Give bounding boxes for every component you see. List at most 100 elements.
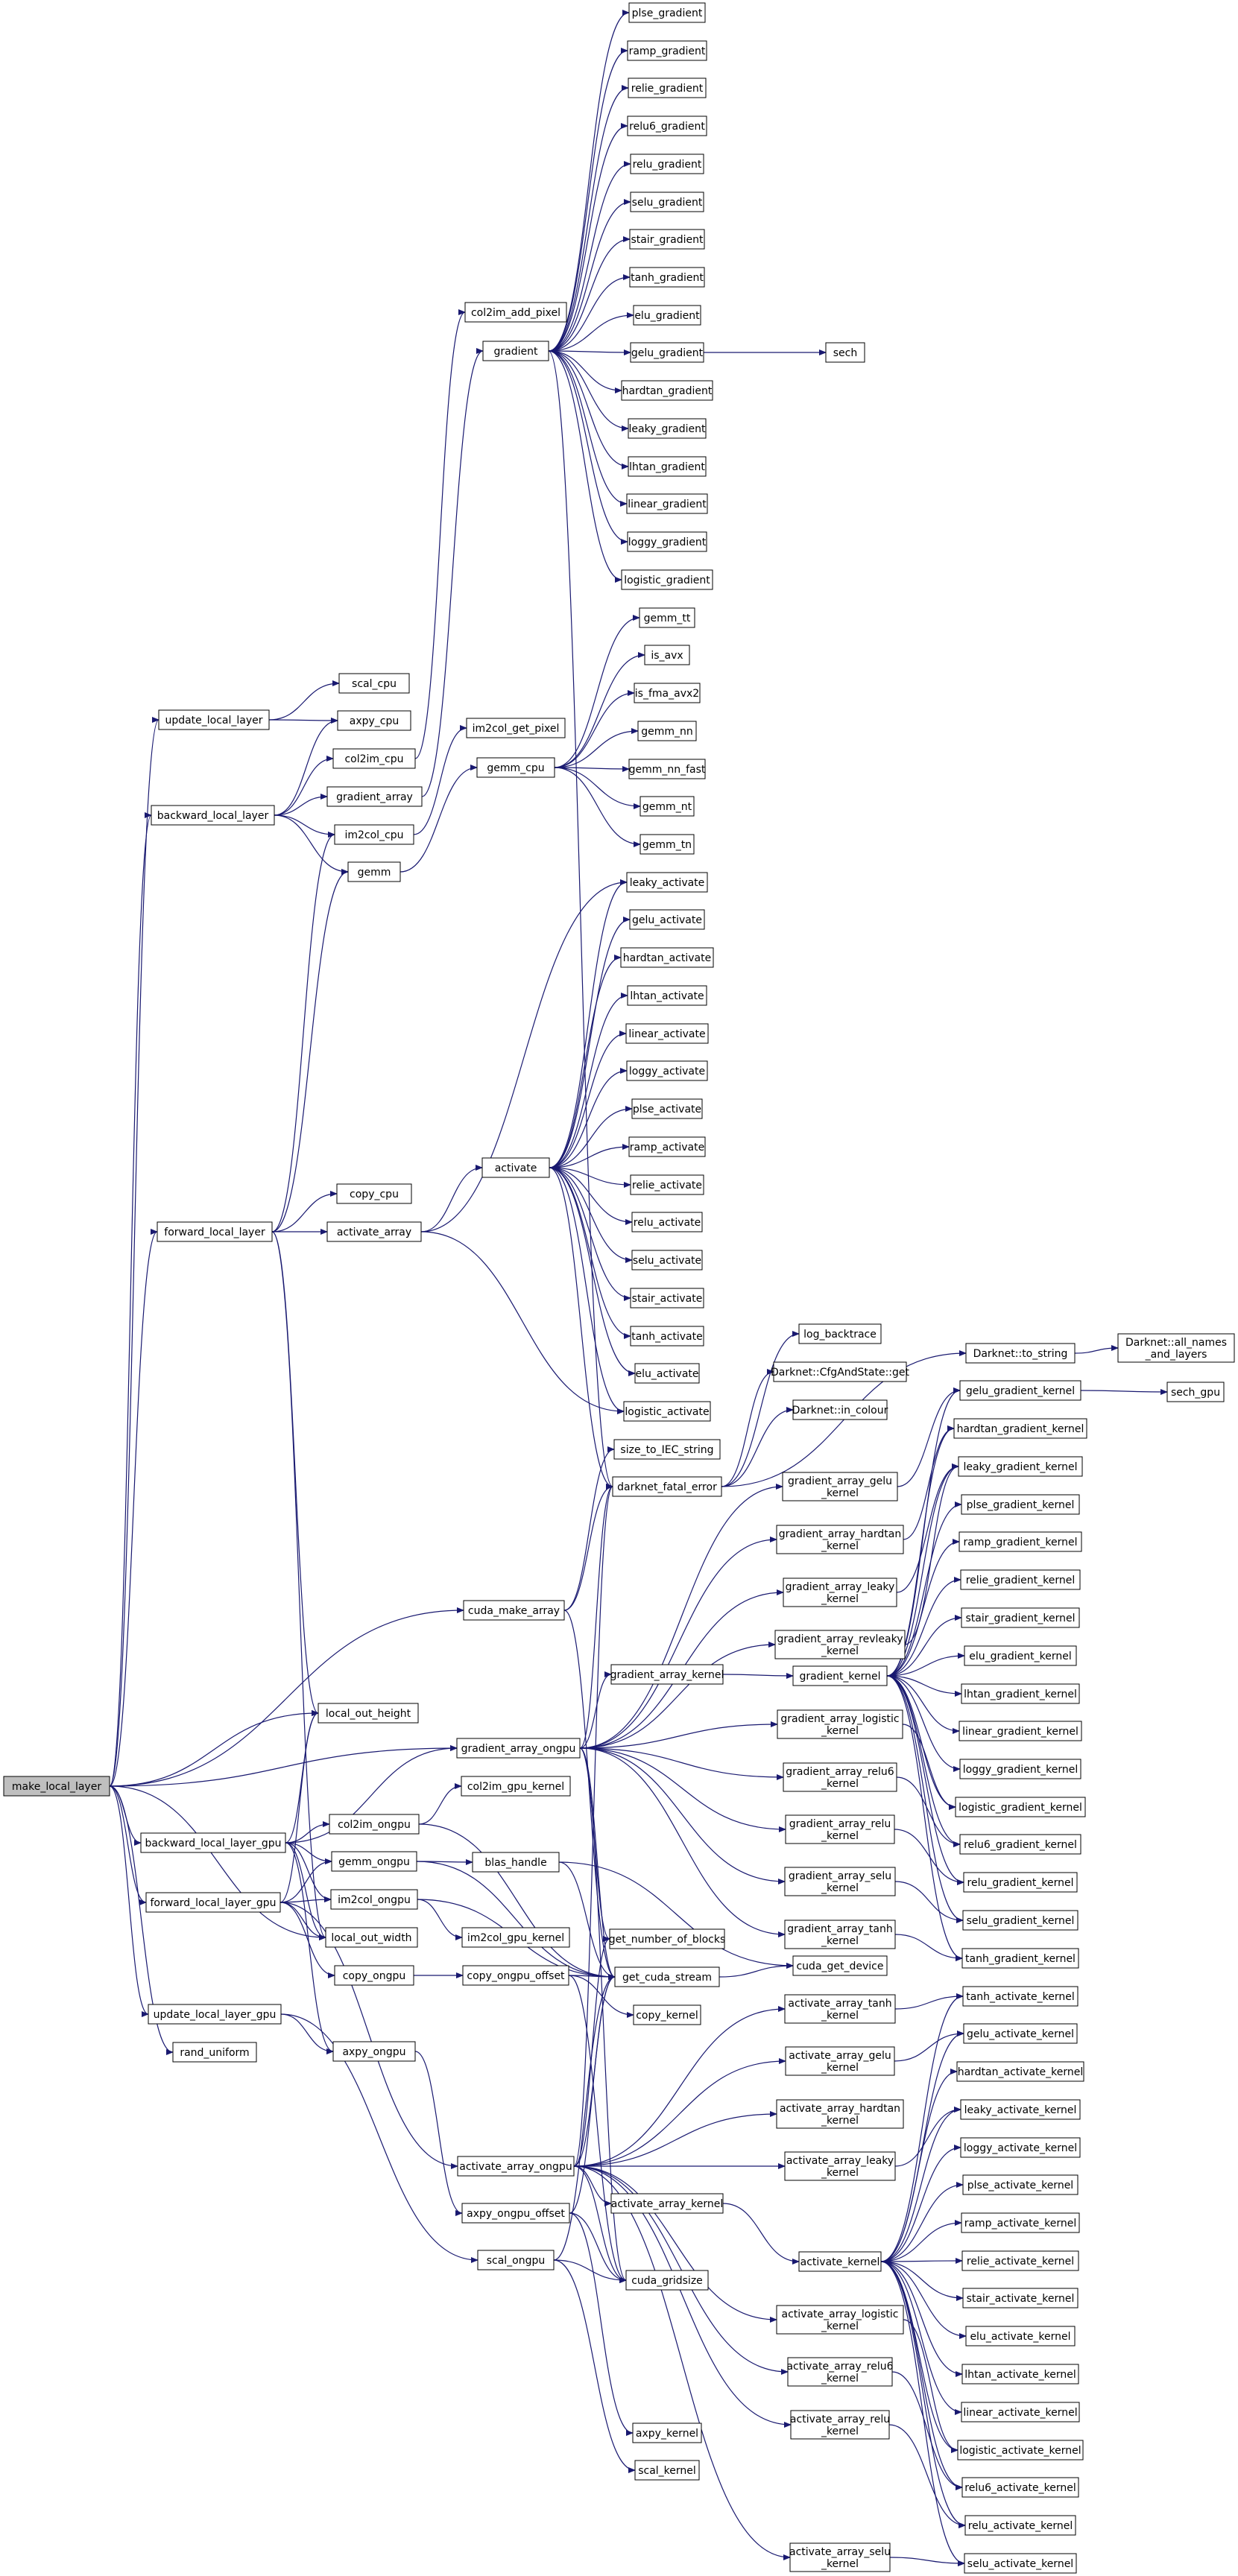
node-gradient_array_leaky_kernel[interactable]: gradient_array_leaky_kernel (783, 1577, 897, 1607)
node-relu_gradient[interactable]: relu_gradient (630, 154, 704, 174)
node-axpy_cpu[interactable]: axpy_cpu (337, 710, 411, 731)
node-activate_array_leaky_kernel[interactable]: activate_array_leaky_kernel (784, 2151, 896, 2181)
node-logistic_gradient[interactable]: logistic_gradient (621, 569, 713, 590)
node-cuda_get_device[interactable]: cuda_get_device (792, 1955, 888, 1976)
node-all_names_and_layers[interactable]: Darknet::all_names_and_layers (1117, 1333, 1235, 1363)
node-log_backtrace[interactable]: log_backtrace (798, 1323, 882, 1344)
node-logistic_activate[interactable]: logistic_activate (623, 1401, 711, 1422)
node-elu_activate_kernel[interactable]: elu_activate_kernel (965, 2326, 1076, 2346)
node-linear_gradient[interactable]: linear_gradient (626, 493, 708, 514)
node-sech[interactable]: sech (825, 342, 865, 363)
node-scal_ongpu[interactable]: scal_ongpu (477, 2250, 555, 2270)
node-axpy_kernel[interactable]: axpy_kernel (632, 2422, 702, 2443)
node-gradient_array_gelu_kernel[interactable]: gradient_array_gelu_kernel (782, 1472, 898, 1501)
node-activate[interactable]: activate (481, 1157, 550, 1178)
node-gelu_gradient_kernel[interactable]: gelu_gradient_kernel (959, 1380, 1081, 1401)
node-selu_gradient_kernel[interactable]: selu_gradient_kernel (962, 1910, 1078, 1931)
node-gradient_array_relu_kernel[interactable]: gradient_array_relu_kernel (785, 1814, 895, 1844)
node-gradient_kernel[interactable]: gradient_kernel (792, 1665, 888, 1686)
node-linear_activate[interactable]: linear_activate (625, 1023, 709, 1044)
node-logistic_gradient_kernel[interactable]: logistic_gradient_kernel (955, 1797, 1086, 1817)
node-gelu_activate_kernel[interactable]: gelu_activate_kernel (963, 2023, 1078, 2044)
node-activate_array_tanh_kernel[interactable]: activate_array_tanh_kernel (784, 1994, 896, 2024)
node-sech_gpu[interactable]: sech_gpu (1166, 1382, 1225, 1402)
node-axpy_ongpu_offset[interactable]: axpy_ongpu_offset (461, 2203, 570, 2224)
node-hardtan_activate[interactable]: hardtan_activate (620, 947, 714, 968)
node-ramp_gradient_kernel[interactable]: ramp_gradient_kernel (958, 1531, 1082, 1552)
node-local_out_width[interactable]: local_out_width (325, 1927, 418, 1948)
node-ramp_activate_kernel[interactable]: ramp_activate_kernel (961, 2212, 1080, 2233)
node-is_fma_avx2[interactable]: is_fma_avx2 (634, 683, 701, 703)
node-im2col_ongpu[interactable]: im2col_ongpu (330, 1889, 418, 1910)
node-gemm[interactable]: gemm (347, 861, 401, 882)
node-tanh_activate[interactable]: tanh_activate (630, 1326, 704, 1346)
node-gradient_array_hardtan_kernel[interactable]: gradient_array_hardtan_kernel (776, 1525, 904, 1554)
node-activate_kernel[interactable]: activate_kernel (798, 2251, 882, 2272)
node-is_avx[interactable]: is_avx (644, 645, 690, 665)
node-im2col_gpu_kernel[interactable]: im2col_gpu_kernel (461, 1927, 570, 1948)
node-backward_local_layer[interactable]: backward_local_layer (151, 805, 275, 826)
node-plse_activate[interactable]: plse_activate (631, 1098, 703, 1119)
node-forward_local_layer_gpu[interactable]: forward_local_layer_gpu (145, 1892, 281, 1913)
node-rand_uniform[interactable]: rand_uniform (172, 2042, 257, 2063)
node-darknet_fatal_error[interactable]: darknet_fatal_error (612, 1476, 722, 1497)
node-gradient_array_tanh_kernel[interactable]: gradient_array_tanh_kernel (784, 1920, 896, 1949)
node-stair_activate[interactable]: stair_activate (630, 1288, 704, 1308)
node-leaky_gradient[interactable]: leaky_gradient (628, 418, 707, 439)
node-cuda_gridsize[interactable]: cuda_gridsize (625, 2270, 709, 2291)
node-lhtan_activate[interactable]: lhtan_activate (627, 985, 707, 1006)
node-backward_local_layer_gpu[interactable]: backward_local_layer_gpu (140, 1832, 286, 1853)
node-tanh_gradient_kernel[interactable]: tanh_gradient_kernel (961, 1948, 1079, 1969)
node-gemm_tn[interactable]: gemm_tn (639, 834, 695, 855)
node-gelu_activate[interactable]: gelu_activate (629, 909, 705, 930)
node-selu_activate_kernel[interactable]: selu_activate_kernel (964, 2553, 1077, 2574)
node-stair_gradient_kernel[interactable]: stair_gradient_kernel (961, 1607, 1080, 1628)
node-activate_array_relu6_kernel[interactable]: activate_array_relu6_kernel (786, 2357, 894, 2387)
node-gradient[interactable]: gradient (482, 341, 549, 361)
node-activate_array[interactable]: activate_array (326, 1221, 422, 1242)
node-relu_activate[interactable]: relu_activate (631, 1212, 703, 1232)
node-forward_local_layer[interactable]: forward_local_layer (157, 1221, 273, 1242)
node-im2col_cpu[interactable]: im2col_cpu (334, 824, 414, 845)
node-axpy_ongpu[interactable]: axpy_ongpu (332, 2041, 416, 2062)
node-leaky_activate_kernel[interactable]: leaky_activate_kernel (960, 2099, 1081, 2120)
node-linear_gradient_kernel[interactable]: linear_gradient_kernel (958, 1721, 1082, 1741)
node-relu_gradient_kernel[interactable]: relu_gradient_kernel (963, 1872, 1078, 1893)
node-ramp_gradient[interactable]: ramp_gradient (627, 40, 707, 61)
node-gemm_nn[interactable]: gemm_nn (637, 721, 697, 741)
node-cuda_make_array[interactable]: cuda_make_array (463, 1600, 565, 1621)
node-leaky_activate[interactable]: leaky_activate (626, 872, 708, 893)
node-col2im_ongpu[interactable]: col2im_ongpu (329, 1814, 420, 1835)
node-col2im_add_pixel[interactable]: col2im_add_pixel (464, 302, 567, 323)
node-elu_gradient[interactable]: elu_gradient (633, 305, 701, 326)
node-make_local_layer[interactable]: make_local_layer (3, 1776, 110, 1797)
node-col2im_cpu[interactable]: col2im_cpu (332, 748, 416, 769)
node-relie_gradient[interactable]: relie_gradient (628, 77, 707, 98)
node-CfgAndState_get[interactable]: Darknet::CfgAndState::get (771, 1361, 910, 1382)
node-copy_cpu[interactable]: copy_cpu (336, 1183, 412, 1204)
node-activate_array_kernel[interactable]: activate_array_kernel (610, 2193, 724, 2214)
node-plse_gradient[interactable]: plse_gradient (628, 2, 706, 23)
node-gradient_array_logistic_kernel[interactable]: gradient_array_logistic_kernel (777, 1709, 903, 1739)
node-gradient_array_kernel[interactable]: gradient_array_kernel (610, 1664, 724, 1685)
node-gelu_gradient[interactable]: gelu_gradient (630, 342, 704, 363)
node-leaky_gradient_kernel[interactable]: leaky_gradient_kernel (958, 1456, 1083, 1477)
node-relie_activate[interactable]: relie_activate (630, 1174, 704, 1195)
node-col2im_gpu_kernel[interactable]: col2im_gpu_kernel (461, 1776, 571, 1797)
node-scal_kernel[interactable]: scal_kernel (634, 2460, 700, 2481)
node-copy_kernel[interactable]: copy_kernel (633, 2004, 701, 2025)
node-ramp_activate[interactable]: ramp_activate (628, 1136, 706, 1157)
node-gradient_array_revleaky_kernel[interactable]: gradient_array_revleaky_kernel (774, 1630, 906, 1659)
node-relie_gradient_kernel[interactable]: relie_gradient_kernel (960, 1569, 1081, 1590)
node-gemm_ongpu[interactable]: gemm_ongpu (331, 1851, 417, 1872)
node-gemm_cpu[interactable]: gemm_cpu (476, 757, 555, 778)
node-activate_array_hardtan_kernel[interactable]: activate_array_hardtan_kernel (776, 2099, 904, 2129)
node-loggy_gradient[interactable]: loggy_gradient (627, 531, 707, 552)
node-loggy_activate[interactable]: loggy_activate (626, 1060, 708, 1081)
node-update_local_layer[interactable]: update_local_layer (158, 709, 270, 730)
node-gradient_array[interactable]: gradient_array (326, 786, 423, 807)
node-activate_array_relu_kernel[interactable]: activate_array_relu_kernel (790, 2410, 890, 2440)
node-stair_activate_kernel[interactable]: stair_activate_kernel (962, 2288, 1078, 2308)
node-im2col_get_pixel[interactable]: im2col_get_pixel (466, 718, 566, 738)
node-gradient_array_relu6_kernel[interactable]: gradient_array_relu6_kernel (783, 1762, 897, 1792)
